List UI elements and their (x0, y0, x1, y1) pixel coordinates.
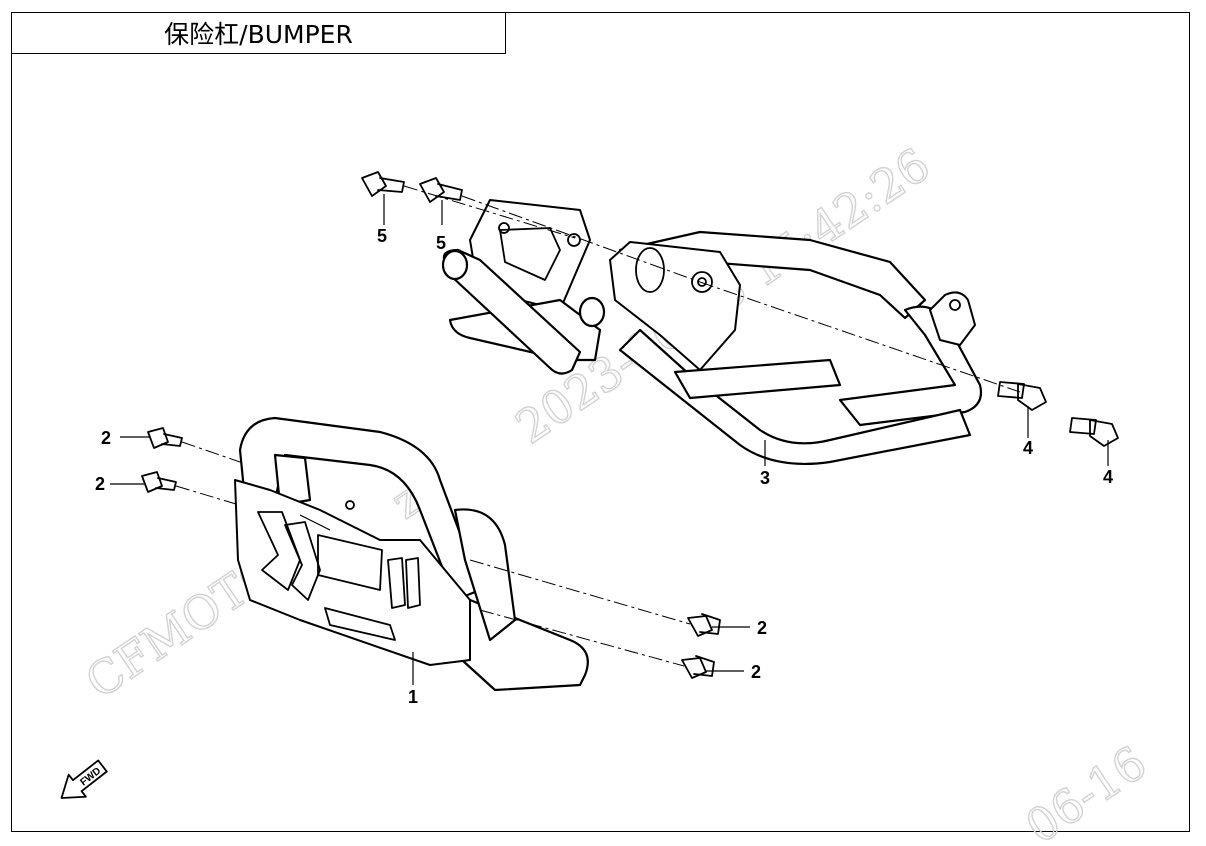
callout-2c: 2 (757, 618, 767, 638)
assembly-center-lines (175, 185, 1021, 667)
part-1-front-bumper (234, 416, 589, 692)
page-title: 保险杠/BUMPER (164, 20, 353, 49)
watermark-corner: 06-16 (1016, 735, 1156, 846)
callout-5b: 5 (436, 233, 446, 253)
callout-2a: 2 (101, 428, 111, 448)
fwd-arrow-icon: FWD (60, 759, 108, 799)
bolt-2c (687, 613, 721, 637)
bolt-2a (147, 427, 183, 449)
callout-2d: 2 (751, 662, 761, 682)
callouts: 5 5 2 2 2 2 4 4 3 1 (95, 226, 1113, 707)
callout-5a: 5 (377, 226, 387, 246)
callout-4a: 4 (1023, 438, 1033, 458)
bolt-4b (1069, 417, 1119, 447)
callout-1: 1 (408, 687, 418, 707)
part-3-bumper-frame (441, 199, 983, 465)
bolt-2b (141, 471, 177, 493)
bolt-2d (681, 655, 715, 679)
bolt-4a (997, 381, 1047, 411)
title-box: 保险杠/BUMPER (11, 12, 506, 54)
callout-2b: 2 (95, 474, 105, 494)
leader-lines (110, 194, 1109, 685)
drawing-frame (11, 12, 1190, 832)
bolt-5b (419, 177, 463, 203)
callout-4b: 4 (1103, 467, 1113, 487)
bolt-5a (361, 171, 405, 197)
callout-3: 3 (760, 468, 770, 488)
